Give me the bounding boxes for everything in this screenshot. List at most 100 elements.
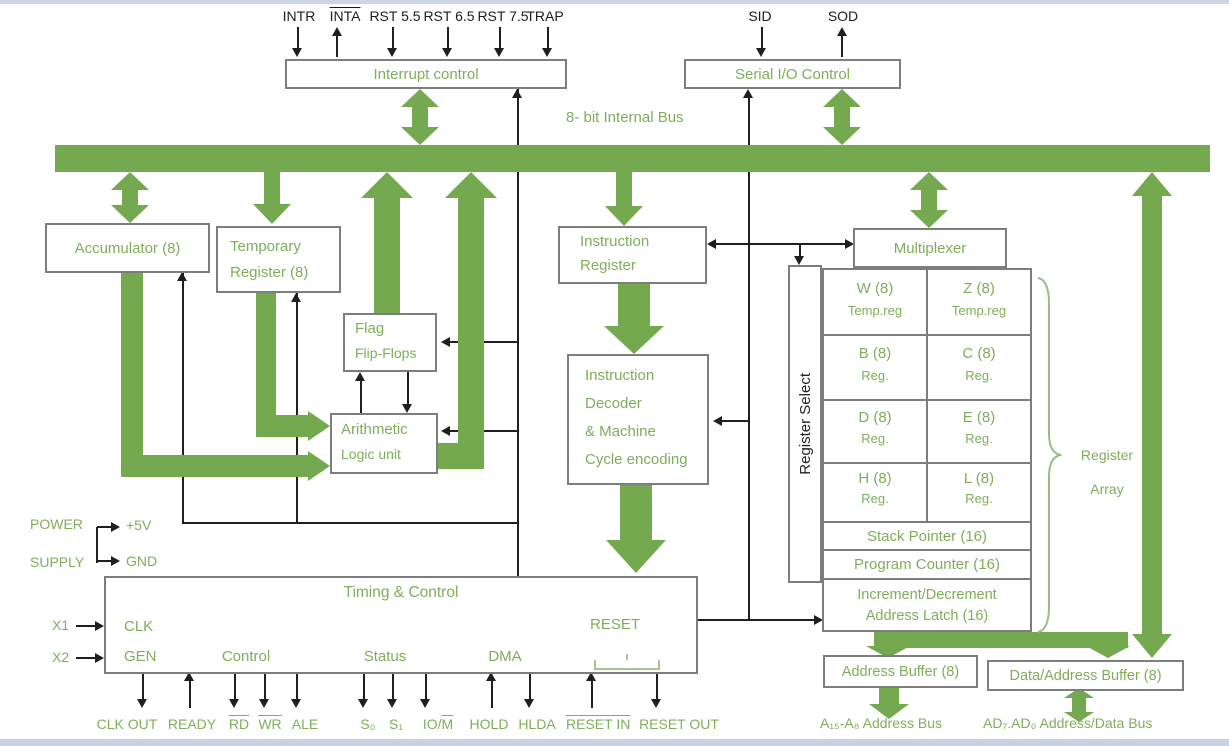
gen-label: GEN xyxy=(124,648,157,665)
data-address-buffer-box: Data/Address Buffer (8) xyxy=(987,660,1184,691)
dabuf-bus-arrow xyxy=(1064,712,1094,722)
bus-arrow xyxy=(401,89,439,107)
address-bus-label: A₁₅-A₈ Address Bus xyxy=(820,715,942,731)
temp-register-box: Temporary Register (8) xyxy=(216,226,341,293)
arrowhead xyxy=(441,337,450,347)
io-m-label: IO/M xyxy=(414,716,462,732)
wire xyxy=(363,674,365,700)
addrbuf-out-arrow xyxy=(869,704,909,719)
register-cell-w: W (8) Temp.reg xyxy=(822,268,928,336)
alu-to-bus-arrow xyxy=(438,443,484,469)
array-to-buffers-path xyxy=(874,632,1128,648)
alu-to-bus-arrow xyxy=(458,196,484,469)
bus-arrow xyxy=(111,172,149,190)
arrowhead xyxy=(441,426,450,436)
internal-bus-label: 8- bit Internal Bus xyxy=(566,109,684,126)
wire xyxy=(297,27,299,49)
x1-label: X1 xyxy=(52,617,70,633)
bus-arrow xyxy=(921,188,937,212)
bus-arrow xyxy=(910,210,948,228)
wire xyxy=(360,380,362,413)
register-cell-c: C (8) Reg. xyxy=(926,334,1032,401)
bus-arrow xyxy=(412,105,428,129)
alu-label: Arithmetic xyxy=(341,421,408,438)
arrowhead xyxy=(184,672,194,681)
arrowhead xyxy=(137,699,147,708)
rst55-label: RST 5.5 xyxy=(369,8,421,24)
flag-to-bus-arrow xyxy=(361,172,413,198)
wire xyxy=(392,27,394,49)
bus-arrow xyxy=(111,205,149,223)
wire xyxy=(491,681,493,708)
sod-label: SOD xyxy=(827,8,859,24)
control-group-label: Control xyxy=(221,648,271,665)
bus-arrow xyxy=(616,172,632,208)
register-name: L (8) xyxy=(963,470,995,487)
bus-arrow xyxy=(253,204,291,224)
status-group-label: Status xyxy=(363,648,407,665)
arrowhead xyxy=(794,256,804,265)
accumulator-box: Accumulator (8) xyxy=(45,223,210,273)
wire xyxy=(722,420,749,422)
arrowhead xyxy=(494,48,504,57)
dma-group-label: DMA xyxy=(488,648,522,665)
register-cell-l: L (8) Reg. xyxy=(926,462,1032,523)
instruction-register-box: Instruction Register xyxy=(558,226,707,284)
wire xyxy=(182,522,518,524)
arrowhead xyxy=(229,699,239,708)
arrowhead xyxy=(651,699,661,708)
register-name: E (8) xyxy=(962,409,996,426)
wire xyxy=(698,619,815,621)
io-m-label: IO/ xyxy=(422,716,442,732)
tempreg-to-alu-path xyxy=(256,415,308,437)
bus-arrow xyxy=(823,89,861,107)
register-sub: Reg. xyxy=(861,491,889,506)
decoder-to-timing-arrow xyxy=(620,485,652,542)
arrowhead xyxy=(95,653,104,663)
clk-label: CLK xyxy=(124,618,154,635)
flag-to-bus-arrow xyxy=(374,196,400,313)
wire xyxy=(76,625,96,627)
wire xyxy=(517,89,519,576)
bus-to-dabuffer-arrow xyxy=(1142,194,1162,636)
arrowhead xyxy=(387,48,397,57)
rst75-label: RST 7.5 xyxy=(477,8,529,24)
address-data-bus-label: AD₇.AD₀ Address/Data Bus xyxy=(983,715,1153,731)
wire xyxy=(296,674,298,700)
register-cell-b: B (8) Reg. xyxy=(822,334,928,401)
wire xyxy=(799,245,801,258)
register-name: Z (8) xyxy=(963,280,995,297)
wire xyxy=(76,657,96,659)
arrowhead xyxy=(111,556,120,566)
dabuf-bus-arrow xyxy=(1072,696,1086,714)
timing-control-box xyxy=(104,576,698,674)
hlda-label: HLDA xyxy=(518,716,556,732)
accumulator-to-alu-path xyxy=(308,451,330,481)
arrowhead xyxy=(332,27,342,36)
arrowhead xyxy=(845,239,854,249)
arrowhead xyxy=(837,27,847,36)
wire xyxy=(748,95,750,145)
register-name: W (8) xyxy=(856,280,894,297)
register-name: B (8) xyxy=(858,345,892,362)
arrowhead xyxy=(442,48,452,57)
flag-flipflops-box: Flag Flip-Flops xyxy=(343,313,437,372)
supply-label: SUPPLY xyxy=(30,554,85,570)
temp-register-label: Temporary xyxy=(230,238,301,255)
arrowhead xyxy=(707,239,716,249)
wire xyxy=(447,27,449,49)
register-sub: Reg. xyxy=(965,368,993,383)
alu-label: Logic unit xyxy=(341,446,401,462)
wire xyxy=(96,527,98,563)
bus-arrow xyxy=(122,188,138,208)
s0-label: S₀ xyxy=(360,716,376,732)
s1-label: S₁ xyxy=(388,716,404,732)
accumulator-to-alu-path xyxy=(121,455,308,477)
accumulator-to-alu-path xyxy=(121,271,143,477)
dabuf-bus-arrow xyxy=(1064,688,1094,698)
ir-to-decoder-arrow xyxy=(618,284,650,328)
wire xyxy=(407,372,409,404)
wire xyxy=(529,674,531,700)
incr-decr-label: Increment/Decrement xyxy=(857,587,997,603)
wire xyxy=(716,243,846,245)
